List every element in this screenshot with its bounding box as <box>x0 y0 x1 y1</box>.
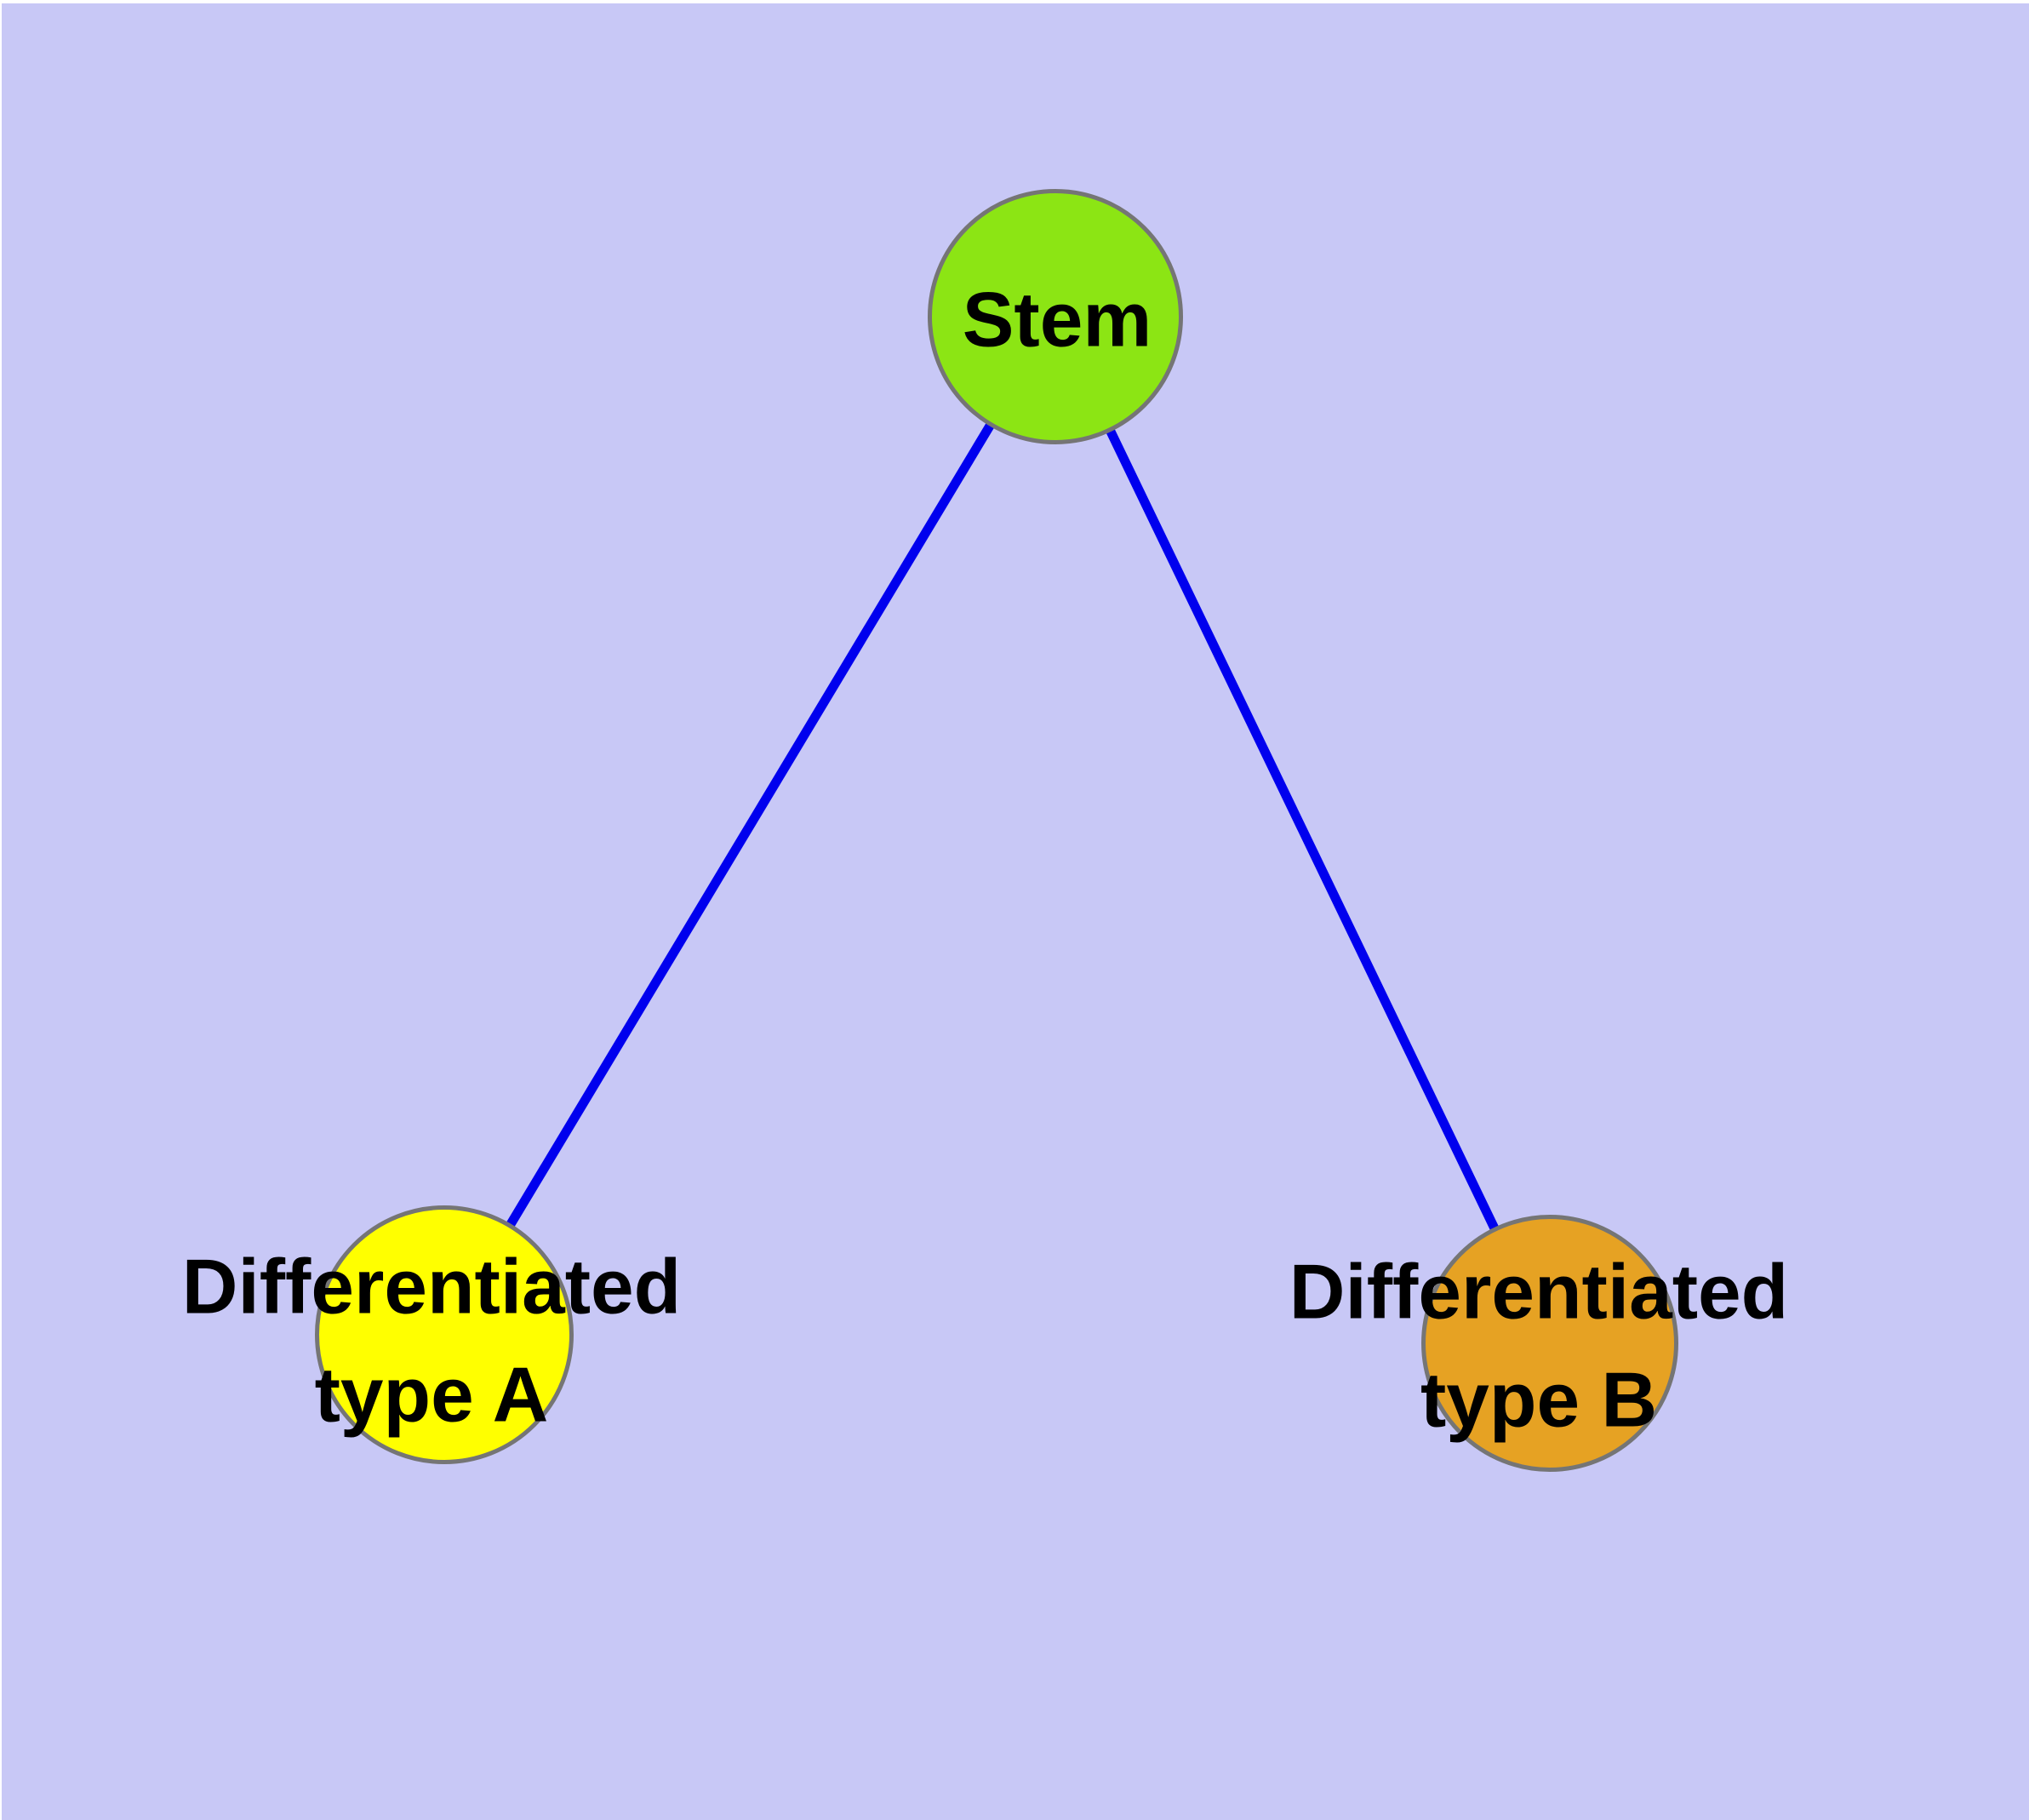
node-type-b-label: Differentiated type B <box>1289 1239 1789 1456</box>
plot-background: Stem Differentiated type A Differentiate… <box>2 3 2029 1820</box>
node-differentiated-type-a <box>315 1205 574 1464</box>
label-line: type B <box>1420 1358 1658 1444</box>
node-differentiated-type-b <box>1421 1215 1678 1472</box>
node-stem-label: Stem <box>962 277 1152 363</box>
edge-layer <box>440 314 1554 1346</box>
node-stem <box>928 189 1183 444</box>
edge-stem-to-type-a <box>440 314 1060 1337</box>
label-line: Differentiated <box>1289 1249 1789 1336</box>
node-type-a-label: Differentiated type A <box>182 1233 682 1451</box>
label-line: type A <box>314 1353 549 1439</box>
label-line: Differentiated <box>181 1244 682 1331</box>
edge-stem-to-type-b <box>1051 314 1554 1346</box>
